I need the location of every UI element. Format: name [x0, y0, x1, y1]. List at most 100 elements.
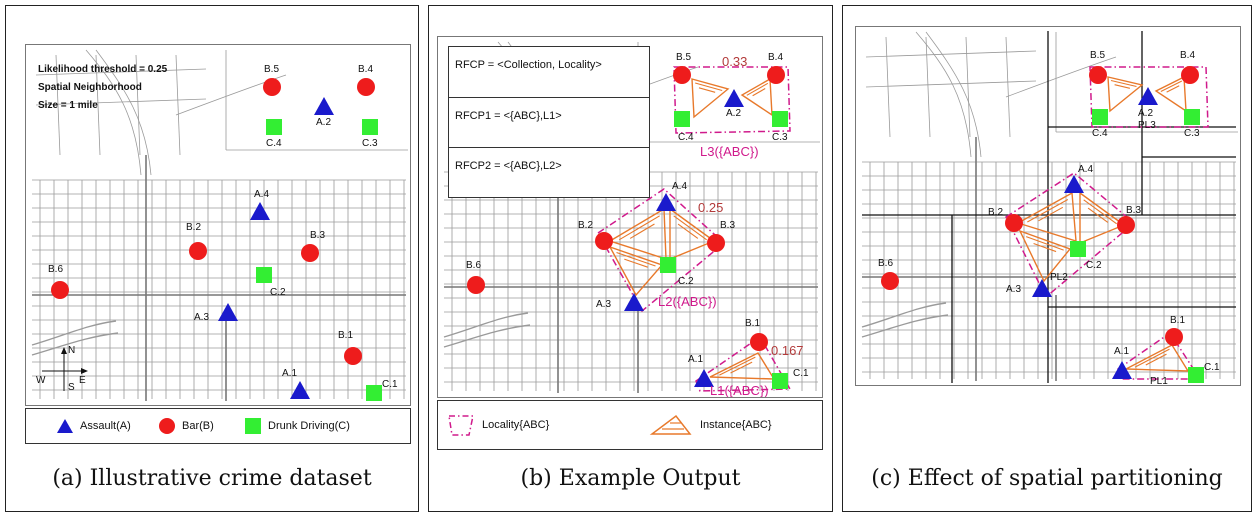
point-label-a4: A.4	[254, 189, 270, 200]
crime-markers	[881, 66, 1204, 383]
legend-a: Assault(A) Bar(B) Drunk Driving(C)	[25, 408, 411, 444]
point-label-b3: B.3	[720, 220, 736, 231]
point-label-a1: A.1	[688, 354, 704, 365]
marker-a4	[250, 202, 270, 220]
point-label-a1: A.1	[1114, 346, 1130, 357]
point-label-c2: C.2	[270, 287, 286, 298]
marker-c3	[772, 111, 788, 127]
point-label-b2: B.2	[988, 207, 1004, 218]
point-label-c4: C.4	[678, 132, 694, 143]
marker-b5	[263, 78, 281, 96]
marker-b5	[673, 66, 691, 84]
support-l2: 0.25	[698, 200, 724, 215]
legend-instance-label: Instance{ABC}	[700, 419, 772, 431]
likelihood-threshold: Likelihood threshold = 0.25	[38, 64, 168, 75]
partition-label-pl1: PL1	[1150, 376, 1168, 386]
blue-triangle-icon	[57, 419, 73, 433]
marker-a1	[694, 369, 714, 387]
point-label-b4: B.4	[1180, 50, 1196, 61]
marker-c1	[772, 373, 788, 389]
point-label-a1: A.1	[282, 368, 298, 379]
point-label-c3: C.3	[1184, 128, 1200, 139]
point-label-a3: A.3	[194, 312, 210, 323]
marker-a4	[1064, 175, 1084, 193]
compass-west: W	[36, 375, 46, 386]
caption-b: (b) Example Output	[520, 466, 741, 491]
marker-a1	[290, 381, 310, 399]
panel-a: Likelihood threshold = 0.25 Spatial Neig…	[5, 5, 419, 512]
point-label-a2: A.2	[1138, 108, 1154, 119]
point-label-c1: C.1	[382, 379, 398, 390]
marker-c3	[1184, 109, 1200, 125]
point-label-c1: C.1	[1204, 362, 1220, 373]
legend-drunk-driving-label: Drunk Driving(C)	[268, 420, 350, 432]
legend-bar: Bar(B)	[158, 409, 214, 443]
marker-b6	[51, 281, 69, 299]
red-circle-icon	[159, 418, 175, 434]
point-label-a2: A.2	[726, 108, 742, 119]
point-label-b1: B.1	[745, 318, 761, 329]
marker-b4	[357, 78, 375, 96]
marker-a2	[314, 97, 334, 115]
point-label-b5: B.5	[264, 64, 280, 75]
marker-b1	[344, 347, 362, 365]
marker-b1	[750, 333, 768, 351]
marker-c2	[256, 267, 272, 283]
rfcp-info-box: RFCP = <Collection, Locality> RFCP1 = <{…	[448, 46, 650, 198]
legend-b: Locality{ABC} Instance{ABC}	[437, 400, 823, 450]
crime-map-b: RFCP = <Collection, Locality> RFCP1 = <{…	[437, 36, 823, 398]
point-label-b1: B.1	[338, 330, 354, 341]
marker-a2	[724, 89, 744, 107]
marker-a3	[1032, 279, 1052, 297]
marker-c2	[1070, 241, 1086, 257]
panel-b: RFCP = <Collection, Locality> RFCP1 = <{…	[428, 5, 833, 512]
point-label-c3: C.3	[362, 138, 378, 149]
point-label-c2: C.2	[678, 276, 694, 287]
compass-arrows-icon	[42, 347, 88, 391]
point-label-a4: A.4	[672, 181, 688, 192]
point-label-b5: B.5	[676, 52, 692, 63]
marker-b2	[595, 232, 613, 250]
point-label-b2: B.2	[186, 222, 202, 233]
marker-b3	[707, 234, 725, 252]
rfcp-definition: RFCP = <Collection, Locality>	[455, 59, 602, 71]
instance-triangle-icon	[649, 414, 692, 435]
marker-c2	[660, 257, 676, 273]
pattern-overlays	[597, 66, 792, 392]
marker-b1	[1165, 328, 1183, 346]
point-label-b6: B.6	[48, 264, 64, 275]
legend-drunk-driving: Drunk Driving(C)	[244, 409, 350, 443]
point-label-b3: B.3	[1126, 205, 1142, 216]
crime-map-a: Likelihood threshold = 0.25 Spatial Neig…	[25, 44, 411, 406]
point-label-a3: A.3	[1006, 284, 1022, 295]
caption-c: (c) Effect of spatial partitioning	[871, 466, 1223, 491]
point-label-b4: B.4	[768, 52, 784, 63]
marker-b3	[1117, 216, 1135, 234]
support-l1: 0.167	[771, 343, 804, 358]
marker-b2	[189, 242, 207, 260]
point-label-c4: C.4	[1092, 128, 1108, 139]
point-label-b5: B.5	[1090, 50, 1106, 61]
legend-locality: Locality{ABC}	[446, 401, 549, 449]
marker-b6	[467, 276, 485, 294]
marker-a3	[218, 303, 238, 321]
green-square-icon	[245, 418, 261, 434]
marker-a4	[656, 193, 676, 211]
dataset-parameters: Likelihood threshold = 0.25 Spatial Neig…	[38, 61, 167, 115]
point-label-b3: B.3	[310, 230, 326, 241]
marker-c4	[266, 119, 282, 135]
point-label-b1: B.1	[1170, 315, 1186, 326]
point-label-a4: A.4	[1078, 164, 1094, 175]
compass-south: S	[68, 382, 75, 393]
marker-b4	[1181, 66, 1199, 84]
marker-c4	[1092, 109, 1108, 125]
point-label-c4: C.4	[266, 138, 282, 149]
locality-dashed-box-icon	[448, 415, 474, 436]
partition-label-pl3: PL3	[1138, 120, 1156, 131]
point-label-b6: B.6	[466, 260, 482, 271]
locality-label-l2: L2({ABC})	[658, 294, 717, 309]
street-grid	[861, 31, 1238, 381]
marker-b4	[767, 66, 785, 84]
point-label-a2: A.2	[316, 117, 332, 128]
locality-label-l3: L3({ABC})	[700, 144, 759, 159]
